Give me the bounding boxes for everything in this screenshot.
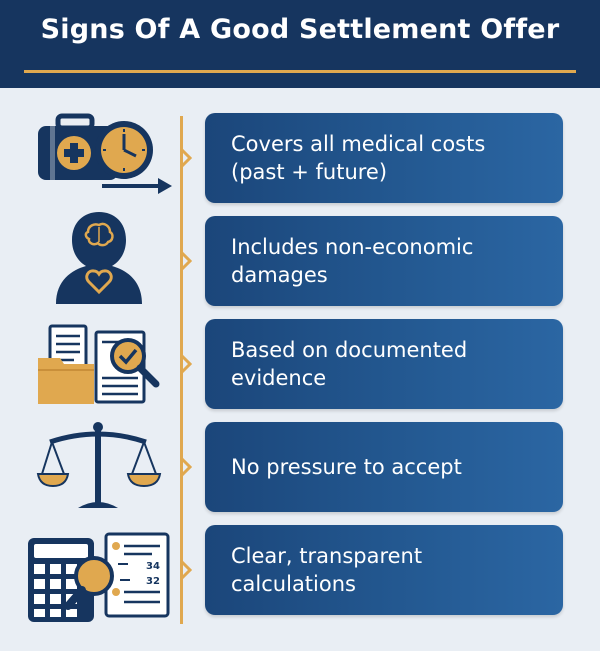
card-line: calculations xyxy=(231,572,356,596)
card-text: Based on documented evidence xyxy=(231,336,467,392)
timeline-line xyxy=(180,116,183,624)
card-text: Includes non-economic damages xyxy=(231,233,473,289)
card-text: Clear, transparent calculations xyxy=(231,542,422,598)
card-line: damages xyxy=(231,263,328,287)
medical-kit-clock-icon xyxy=(20,110,175,206)
timeline-chevron xyxy=(180,457,192,477)
page-title: Signs Of A Good Settlement Offer xyxy=(40,14,560,45)
card-clear-calculations: Clear, transparent calculations xyxy=(205,525,563,615)
card-line: Clear, transparent xyxy=(231,544,423,568)
header: Signs Of A Good Settlement Offer xyxy=(0,0,600,88)
calculator-checklist-icon: 34 32 xyxy=(20,530,175,626)
timeline-chevron xyxy=(180,354,192,374)
timeline-chevron xyxy=(180,560,192,580)
card-line: No pressure to accept xyxy=(231,455,462,479)
card-no-pressure: No pressure to accept xyxy=(205,422,563,512)
calc-number-1: 34 xyxy=(146,561,160,572)
timeline-chevron xyxy=(180,251,192,271)
card-documented-evidence: Based on documented evidence xyxy=(205,319,563,409)
title-underline xyxy=(24,70,576,73)
card-text: Covers all medical costs (past + future) xyxy=(231,130,485,186)
card-line: Covers all medical costs xyxy=(231,132,486,156)
card-text: No pressure to accept xyxy=(231,453,462,481)
card-non-economic: Includes non-economic damages xyxy=(205,216,563,306)
card-line: Based on documented xyxy=(231,338,468,362)
card-line: Includes non-economic xyxy=(231,235,474,259)
person-brain-heart-icon xyxy=(20,208,175,304)
card-medical-costs: Covers all medical costs (past + future) xyxy=(205,113,563,203)
scales-of-justice-icon xyxy=(20,420,175,516)
timeline-chevron xyxy=(180,148,192,168)
card-line: evidence xyxy=(231,366,327,390)
documents-magnifier-icon xyxy=(20,318,175,414)
card-line: (past + future) xyxy=(231,160,388,184)
calc-number-2: 32 xyxy=(146,576,160,587)
